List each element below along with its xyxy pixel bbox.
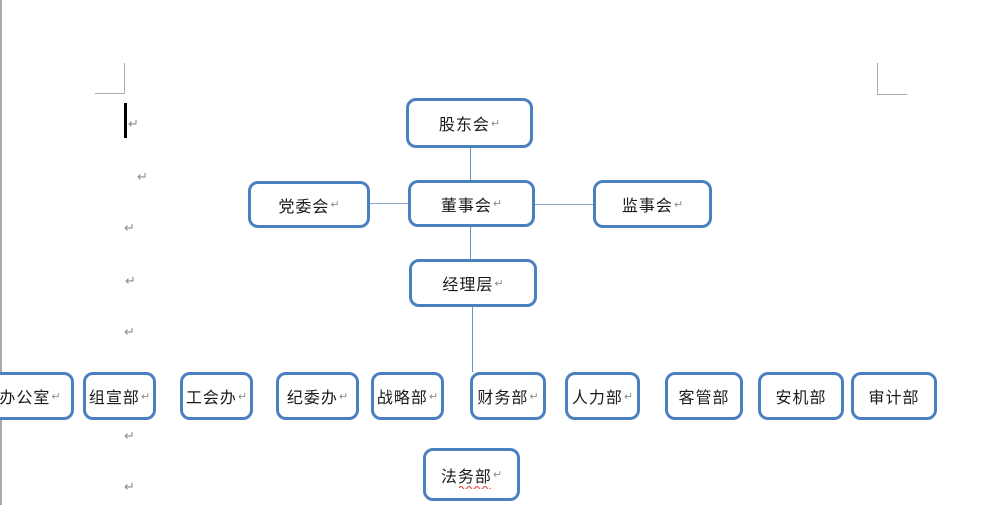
org-node-supervisory[interactable]: 监事会↵: [593, 180, 712, 228]
paragraph-mark: ↵: [492, 468, 503, 481]
paragraph-mark: ↵: [492, 197, 503, 210]
org-node-hr[interactable]: 人力部↵: [565, 372, 640, 420]
node-label: 经理层: [442, 277, 494, 294]
text-cursor: [124, 103, 127, 138]
org-node-audit[interactable]: 审计部: [851, 372, 937, 420]
org-node-legal[interactable]: 法务部↵: [423, 448, 520, 501]
connector-management-departments: [472, 307, 473, 372]
org-node-board[interactable]: 董事会↵: [408, 180, 535, 227]
paragraph-mark: ↵: [330, 198, 340, 211]
paragraph-mark: ↵: [124, 221, 135, 236]
node-label: 党委会: [278, 198, 330, 216]
org-node-office[interactable]: 办公室↵: [0, 372, 74, 420]
paragraph-mark: ↵: [237, 389, 248, 403]
paragraph-mark: ↵: [338, 389, 349, 403]
org-node-strategy[interactable]: 战略部↵: [371, 372, 444, 420]
crop-mark-top-left-vertical: [124, 63, 125, 93]
org-node-security-mech[interactable]: 安机部: [758, 372, 844, 420]
paragraph-mark: ↵: [494, 276, 504, 290]
paragraph-mark: ↵: [490, 116, 501, 130]
paragraph-mark: ↵: [529, 389, 539, 403]
paragraph-mark: ↵: [124, 480, 135, 495]
paragraph-mark: ↵: [51, 389, 61, 403]
org-node-customer-mgmt[interactable]: 客管部: [665, 372, 743, 420]
node-label: 办公室: [0, 390, 51, 407]
node-label: 财务部: [477, 390, 529, 407]
crop-mark-top-left-horizontal: [95, 93, 125, 94]
node-label: 客管部: [678, 390, 730, 407]
org-node-org-publicity[interactable]: 组宣部↵: [83, 372, 156, 420]
connector-board-management: [470, 227, 471, 259]
org-node-management[interactable]: 经理层↵: [409, 259, 537, 307]
node-label: 安机部: [775, 390, 827, 407]
spellcheck-squiggle-icon: [459, 486, 491, 489]
connector-board-supervisory: [535, 204, 593, 205]
node-label: 监事会: [621, 198, 673, 215]
paragraph-mark: ↵: [124, 429, 135, 444]
crop-mark-top-right-horizontal: [877, 94, 907, 95]
connector-party-board: [370, 203, 408, 204]
paragraph-mark: ↵: [125, 274, 136, 289]
page-edge-line: [0, 0, 2, 505]
crop-mark-top-right-vertical: [877, 63, 878, 94]
paragraph-mark: ↵: [428, 389, 439, 403]
node-label: 工会办: [185, 390, 237, 407]
node-label: 组宣部: [88, 390, 140, 407]
paragraph-mark: ↵: [140, 389, 151, 403]
org-node-shareholders[interactable]: 股东会↵: [406, 98, 533, 148]
paragraph-mark: ↵: [128, 117, 139, 132]
node-label: 人力部: [571, 390, 623, 407]
paragraph-mark: ↵: [124, 325, 135, 340]
node-label: 战略部: [376, 390, 428, 407]
org-node-discipline-office[interactable]: 纪委办↵: [276, 372, 359, 420]
node-label: 董事会: [440, 197, 492, 215]
org-node-finance[interactable]: 财务部↵: [470, 372, 546, 420]
node-label: 法务部: [440, 468, 492, 486]
paragraph-mark: ↵: [673, 197, 684, 211]
paragraph-mark: ↵: [623, 389, 634, 403]
node-label: 股东会: [438, 117, 490, 134]
org-node-union-office[interactable]: 工会办↵: [180, 372, 253, 420]
org-node-party-committee[interactable]: 党委会↵: [248, 181, 370, 228]
node-label: 审计部: [868, 390, 920, 407]
node-label: 纪委办: [286, 390, 338, 407]
paragraph-mark: ↵: [137, 170, 148, 185]
connector-shareholders-board: [470, 148, 471, 180]
